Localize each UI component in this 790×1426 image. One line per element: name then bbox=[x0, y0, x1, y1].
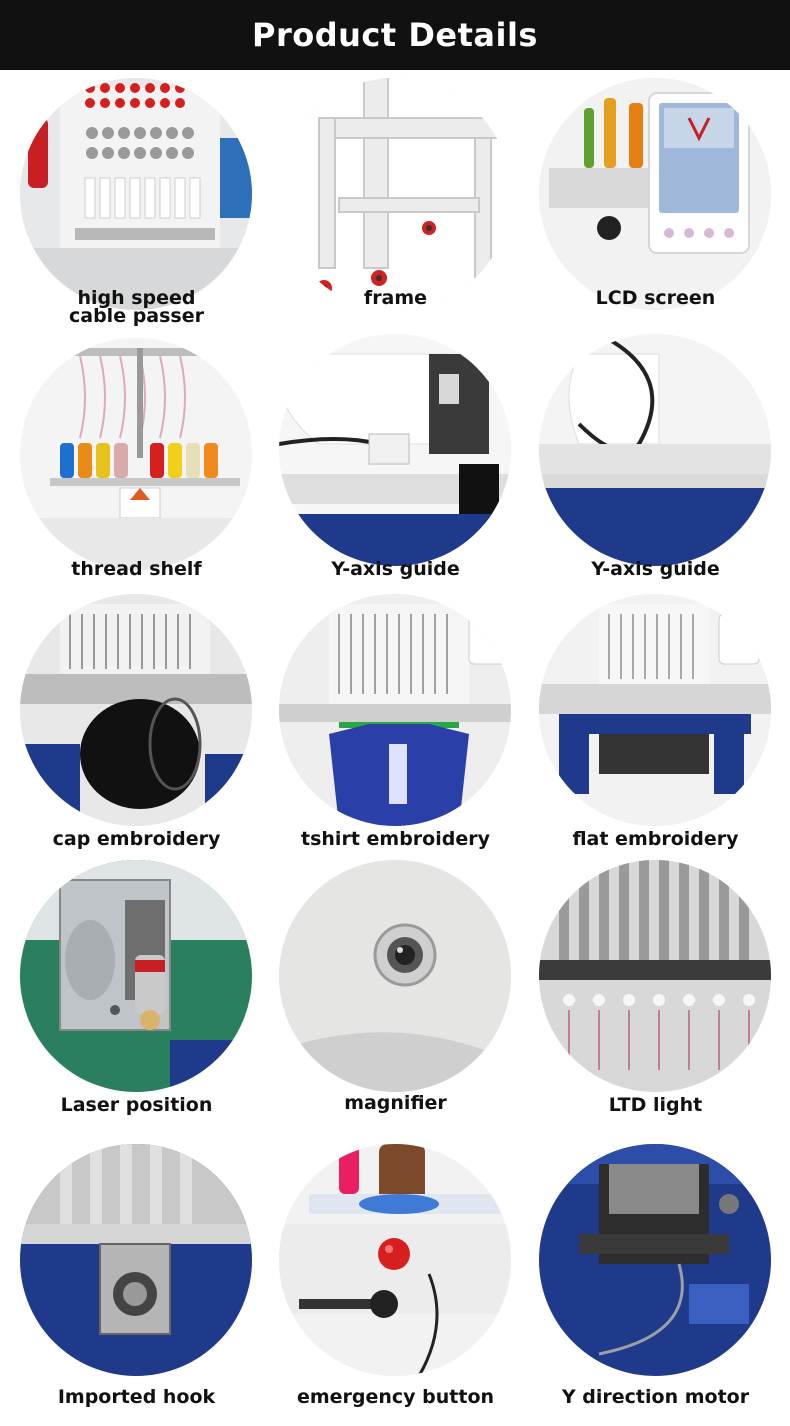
embroidery-head-image bbox=[20, 78, 252, 310]
tshirt-embroidery-image bbox=[279, 594, 511, 826]
photo-ltd-light bbox=[539, 860, 771, 1092]
photo-tshirt-embroidery bbox=[279, 594, 511, 826]
photo-y-direction-motor bbox=[539, 1144, 771, 1376]
caption-flat-embroidery: flat embroidery bbox=[572, 828, 739, 850]
y-direction-motor-image bbox=[539, 1144, 771, 1376]
photo-flat-embroidery bbox=[539, 594, 771, 826]
caption-high-speed-cable-passer-line2: cable passer bbox=[69, 305, 204, 327]
page-title: Product Details bbox=[252, 16, 538, 54]
photo-high-speed-cable-passer bbox=[20, 78, 252, 310]
photo-frame bbox=[279, 78, 511, 310]
photo-y-axis-guide-1 bbox=[279, 334, 511, 566]
caption-y-direction-motor: Y direction motor bbox=[561, 1386, 750, 1408]
ltd-light-image bbox=[539, 860, 771, 1092]
caption-laser-position: Laser position bbox=[60, 1094, 213, 1116]
photo-cap-embroidery bbox=[20, 594, 252, 826]
caption-y-axis-guide-2: Y-axis guide bbox=[591, 558, 720, 580]
emergency-button-image bbox=[279, 1144, 511, 1376]
lcd-panel-image bbox=[539, 78, 771, 310]
caption-ltd-light: LTD light bbox=[608, 1094, 703, 1116]
photo-y-axis-guide-2 bbox=[539, 334, 771, 566]
caption-magnifier: magnifier bbox=[344, 1092, 447, 1114]
laser-position-image bbox=[20, 860, 252, 1092]
photo-emergency-button bbox=[279, 1144, 511, 1376]
header-banner: Product Details bbox=[0, 0, 790, 70]
caption-high-speed-cable-passer-line1: high speed bbox=[77, 287, 196, 309]
caption-frame: frame bbox=[363, 287, 428, 309]
photo-thread-shelf bbox=[20, 338, 252, 570]
photo-lcd-screen bbox=[539, 78, 771, 310]
caption-thread-shelf: thread shelf bbox=[71, 558, 202, 580]
photo-laser-position bbox=[20, 860, 252, 1092]
y-axis-guide-image-2 bbox=[539, 334, 771, 566]
thread-shelf-image bbox=[20, 338, 252, 570]
imported-hook-image bbox=[20, 1144, 252, 1376]
flat-embroidery-image bbox=[539, 594, 771, 826]
caption-imported-hook: Imported hook bbox=[57, 1386, 216, 1408]
cap-embroidery-image bbox=[20, 594, 252, 826]
caption-y-axis-guide-1: Y-axis guide bbox=[331, 558, 460, 580]
caption-cap-embroidery: cap embroidery bbox=[52, 828, 221, 850]
magnifier-image bbox=[279, 860, 511, 1092]
machine-stand-image bbox=[279, 78, 511, 310]
y-axis-guide-image-1 bbox=[279, 334, 511, 566]
caption-tshirt-embroidery: tshirt embroidery bbox=[301, 828, 490, 850]
photo-magnifier bbox=[279, 860, 511, 1092]
photo-imported-hook bbox=[20, 1144, 252, 1376]
caption-emergency-button: emergency button bbox=[296, 1386, 495, 1408]
caption-lcd-screen: LCD screen bbox=[595, 287, 716, 309]
